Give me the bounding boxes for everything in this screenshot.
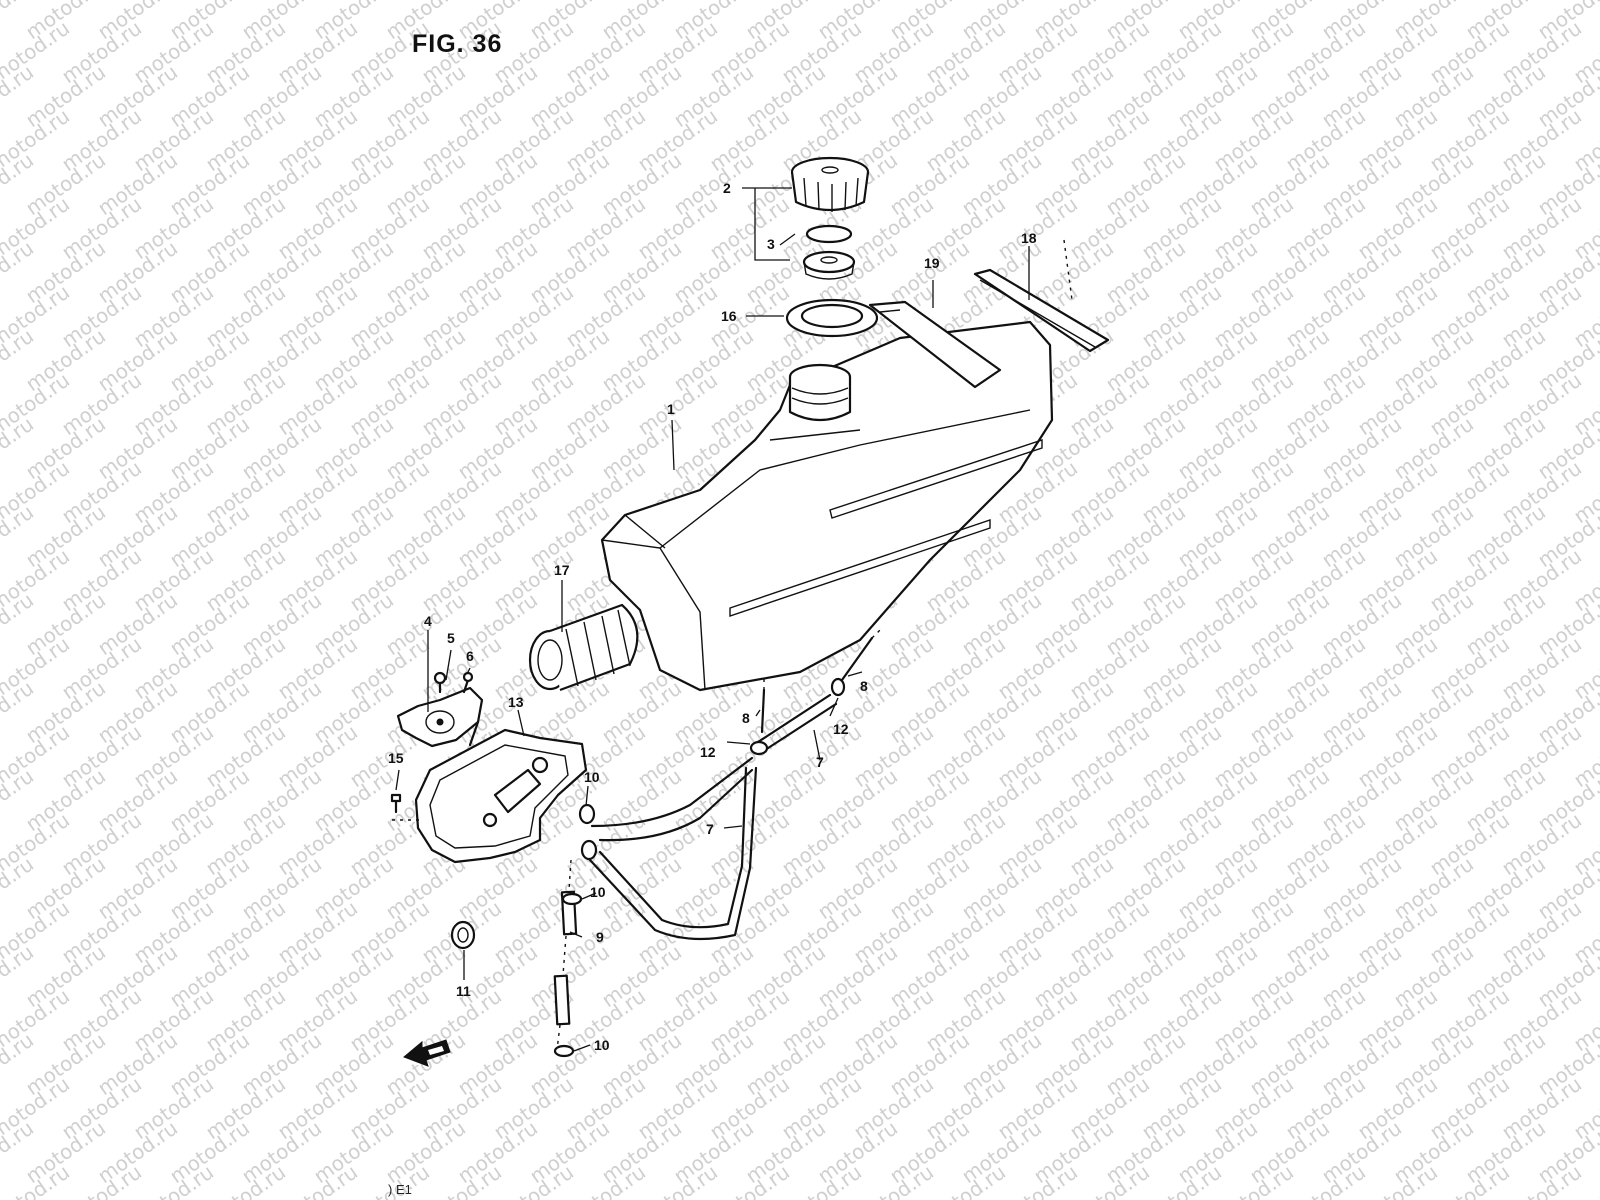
leader-lines	[395, 187, 1073, 1052]
fuel-cap	[790, 156, 870, 212]
callouts: 1 2 3 4 5 6 7 7 8 8 9 10 10 10 11 12 12 …	[388, 180, 1037, 1053]
callout-7a: 7	[816, 754, 824, 770]
callout-19: 19	[924, 255, 940, 271]
rubber-hose	[528, 603, 639, 692]
callout-18: 18	[1021, 230, 1037, 246]
callout-10a: 10	[584, 769, 600, 785]
callout-15: 15	[388, 750, 404, 766]
callout-8b: 8	[860, 678, 868, 694]
callout-16: 16	[721, 308, 737, 324]
callout-11: 11	[456, 983, 471, 999]
fuel-tank	[600, 320, 1054, 692]
cap-gasket-set	[802, 224, 856, 280]
fuel-hoses	[553, 693, 838, 1051]
mounting-screw	[390, 793, 422, 821]
canister-bracket	[414, 728, 588, 864]
callout-1: 1	[667, 401, 675, 417]
callout-8a: 8	[742, 710, 750, 726]
figure-title: FIG. 36	[412, 30, 503, 58]
page-footer: ) E1	[388, 1182, 412, 1197]
front-arrow-icon	[403, 1039, 451, 1067]
callout-9: 9	[596, 929, 604, 945]
tank-cushion	[973, 268, 1110, 353]
callout-5: 5	[447, 630, 455, 646]
callout-7b: 7	[706, 821, 714, 837]
fuel-cock	[396, 671, 484, 748]
callout-12a: 12	[700, 744, 716, 760]
callout-10b: 10	[590, 884, 606, 900]
tank-strap	[868, 300, 1002, 389]
watermark-text: motod.ru	[0, 1160, 2, 1200]
callout-6: 6	[466, 648, 474, 664]
callout-10c: 10	[594, 1037, 610, 1053]
callout-3: 3	[767, 236, 775, 252]
grommet	[450, 920, 476, 950]
hose-clips	[553, 627, 883, 1058]
filler-seal	[785, 298, 879, 338]
callout-2: 2	[723, 180, 731, 196]
callout-13: 13	[508, 694, 524, 710]
callout-17: 17	[554, 562, 570, 578]
callout-4: 4	[424, 613, 432, 629]
callout-12b: 12	[833, 721, 849, 737]
